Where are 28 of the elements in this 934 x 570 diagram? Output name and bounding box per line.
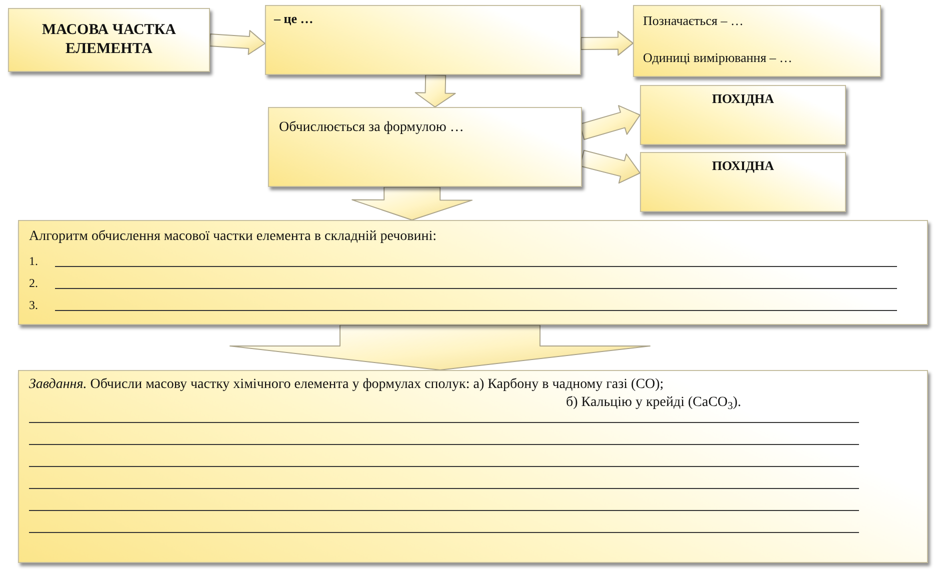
box-text: Одиниці вимірювання – …: [643, 49, 794, 67]
list-number: 1.: [29, 253, 39, 269]
block-arrow: [352, 186, 473, 220]
task-text: б) Кальцію у крейді (CaCO$_{3}$).: [565, 394, 742, 412]
block-arrow: [580, 30, 634, 56]
text-box: [8, 8, 210, 72]
text-box: [268, 107, 582, 187]
heading-text: ПОХІДНА: [712, 90, 774, 108]
algorithm-panel: [18, 220, 928, 325]
block-arrow: [209, 30, 266, 55]
text-box: [640, 85, 846, 145]
text-box: [633, 5, 881, 77]
block-arrow: [580, 150, 640, 184]
text-box: [640, 152, 846, 212]
heading-text: Алгоритм обчислення масової частки елемента в складній речовині:: [29, 228, 438, 246]
heading-text: ПОХІДНА: [712, 157, 774, 175]
block-arrow: [579, 105, 640, 140]
list-number: 3.: [29, 297, 39, 313]
box-text: Обчислюється за формулою …: [279, 119, 465, 137]
block-arrow: [230, 324, 650, 370]
block-arrow: [414, 74, 456, 108]
box-text: – це …: [274, 10, 314, 28]
box-text: Позначається – …: [643, 12, 744, 30]
list-number: 2.: [29, 275, 39, 291]
task-panel: [18, 370, 928, 563]
task-text: Завдання. Обчисли масову частку хімічного елемента у формулах сполук: а) Карбону в чадному газі (CO);: [29, 376, 665, 394]
title-text: МАСОВА ЧАСТКА ЕЛЕМЕНТА: [40, 21, 178, 59]
text-box: [265, 5, 581, 75]
